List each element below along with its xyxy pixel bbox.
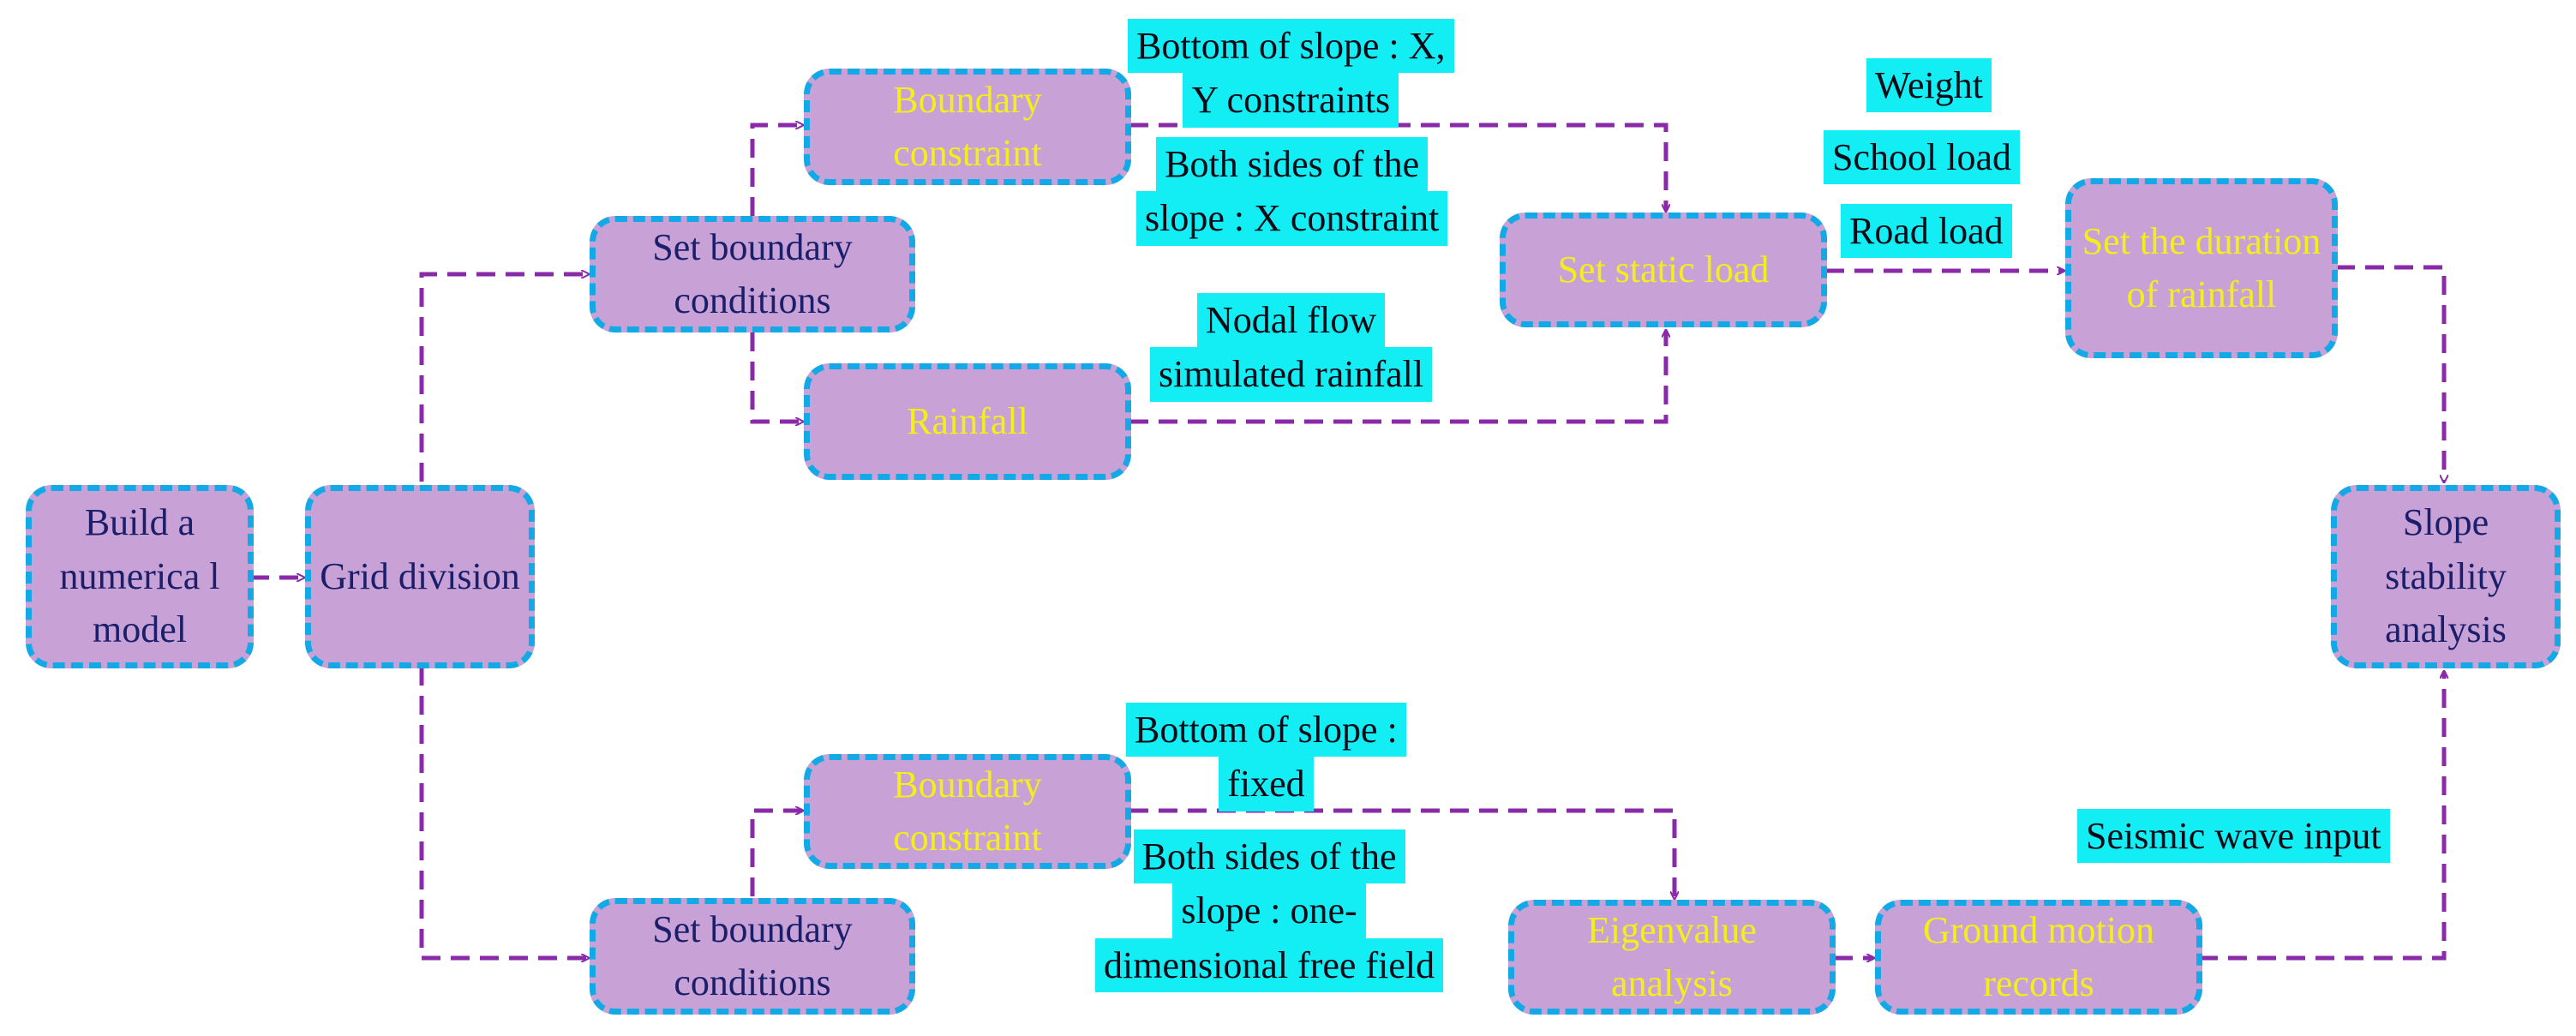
node-slope-stability: Slope stability analysis	[2331, 485, 2561, 668]
label-bottom-fixed-line1: Bottom of slope :	[1126, 703, 1406, 758]
label-nodal-flow: Nodal flow simulated rainfall	[1150, 293, 1433, 402]
label-bottom-fixed-line2: fixed	[1219, 757, 1314, 811]
label-sides-x-line2: slope : X constraint	[1136, 191, 1448, 246]
arrow-rainfall-to-staticload	[1129, 331, 1666, 424]
arrow-setboundary-to-rainfall	[750, 332, 802, 422]
node-set-static-load: Set static load	[1500, 213, 1827, 327]
label-bottom-xy: Bottom of slope : X, Y constraints	[1128, 19, 1454, 128]
arrow-grid-to-setboundary-top	[419, 274, 588, 482]
arrow-setboundary-to-constraint-top	[750, 125, 802, 216]
label-bottom-xy-line1: Bottom of slope : X,	[1128, 19, 1454, 74]
label-sides-free-line2: slope : one-	[1172, 883, 1366, 938]
node-ground-motion-records: Ground motion records	[1875, 900, 2202, 1015]
node-eigenvalue-analysis: Eigenvalue analysis	[1508, 900, 1836, 1015]
node-set-static-load-text: Set static load	[1557, 248, 1770, 290]
node-eigenvalue-analysis-text: Eigenvalue analysis	[1587, 908, 1757, 1004]
label-sides-x: Both sides of the slope : X constraint	[1136, 137, 1448, 246]
node-set-boundary-bottom-text: Set boundary conditions	[652, 907, 853, 1003]
label-sides-x-line1: Both sides of the	[1156, 137, 1429, 192]
node-boundary-constraint-top: Boundary constraint	[804, 69, 1131, 185]
label-seismic-input: Seismic wave input	[2077, 809, 2390, 864]
label-sides-free: Both sides of the slope : one- dimension…	[1095, 829, 1444, 993]
label-sides-free-line1: Both sides of the	[1133, 829, 1405, 884]
node-set-boundary-bottom: Set boundary conditions	[590, 898, 915, 1015]
node-slope-stability-text: Slope stability analysis	[2385, 501, 2507, 651]
label-school-load: School load	[1824, 130, 2020, 185]
node-set-boundary-top: Set boundary conditions	[590, 216, 915, 332]
node-build-model-text: Build a numerica l model	[59, 501, 220, 651]
label-road-load: Road load	[1841, 204, 2012, 259]
label-road-load-text: Road load	[1841, 204, 2012, 259]
node-ground-motion-records-text: Ground motion records	[1922, 908, 2155, 1004]
node-set-duration-rainfall: Set the duration of rainfall	[2065, 178, 2338, 358]
node-set-boundary-top-text: Set boundary conditions	[652, 225, 853, 321]
label-bottom-fixed: Bottom of slope : fixed	[1126, 703, 1406, 811]
arrow-grid-to-setboundary-bottom	[419, 667, 588, 958]
label-nodal-flow-line1: Nodal flow	[1196, 293, 1386, 348]
arrow-duration-to-stability	[2336, 265, 2444, 482]
label-bottom-xy-line2: Y constraints	[1183, 73, 1399, 128]
label-weight-text: Weight	[1866, 58, 1992, 113]
node-build-model: Build a numerica l model	[26, 485, 254, 668]
label-weight: Weight	[1866, 58, 1992, 113]
node-boundary-constraint-top-text: Boundary constraint	[893, 78, 1042, 174]
arrow-setboundary-to-constraint-bottom	[750, 811, 802, 896]
node-grid-division: Grid division	[305, 485, 535, 668]
node-boundary-constraint-bottom: Boundary constraint	[804, 754, 1131, 869]
node-rainfall: Rainfall	[804, 363, 1131, 480]
node-boundary-constraint-bottom-text: Boundary constraint	[893, 763, 1042, 859]
node-set-duration-rainfall-text: Set the duration of rainfall	[2082, 219, 2321, 315]
label-nodal-flow-line2: simulated rainfall	[1150, 347, 1433, 402]
node-grid-division-text: Grid division	[320, 554, 520, 597]
node-rainfall-text: Rainfall	[907, 399, 1028, 442]
label-seismic-input-text: Seismic wave input	[2077, 809, 2390, 864]
label-school-load-text: School load	[1824, 130, 2020, 185]
label-sides-free-line3: dimensional free field	[1095, 937, 1444, 993]
arrow-ground-to-stability	[2199, 672, 2444, 961]
